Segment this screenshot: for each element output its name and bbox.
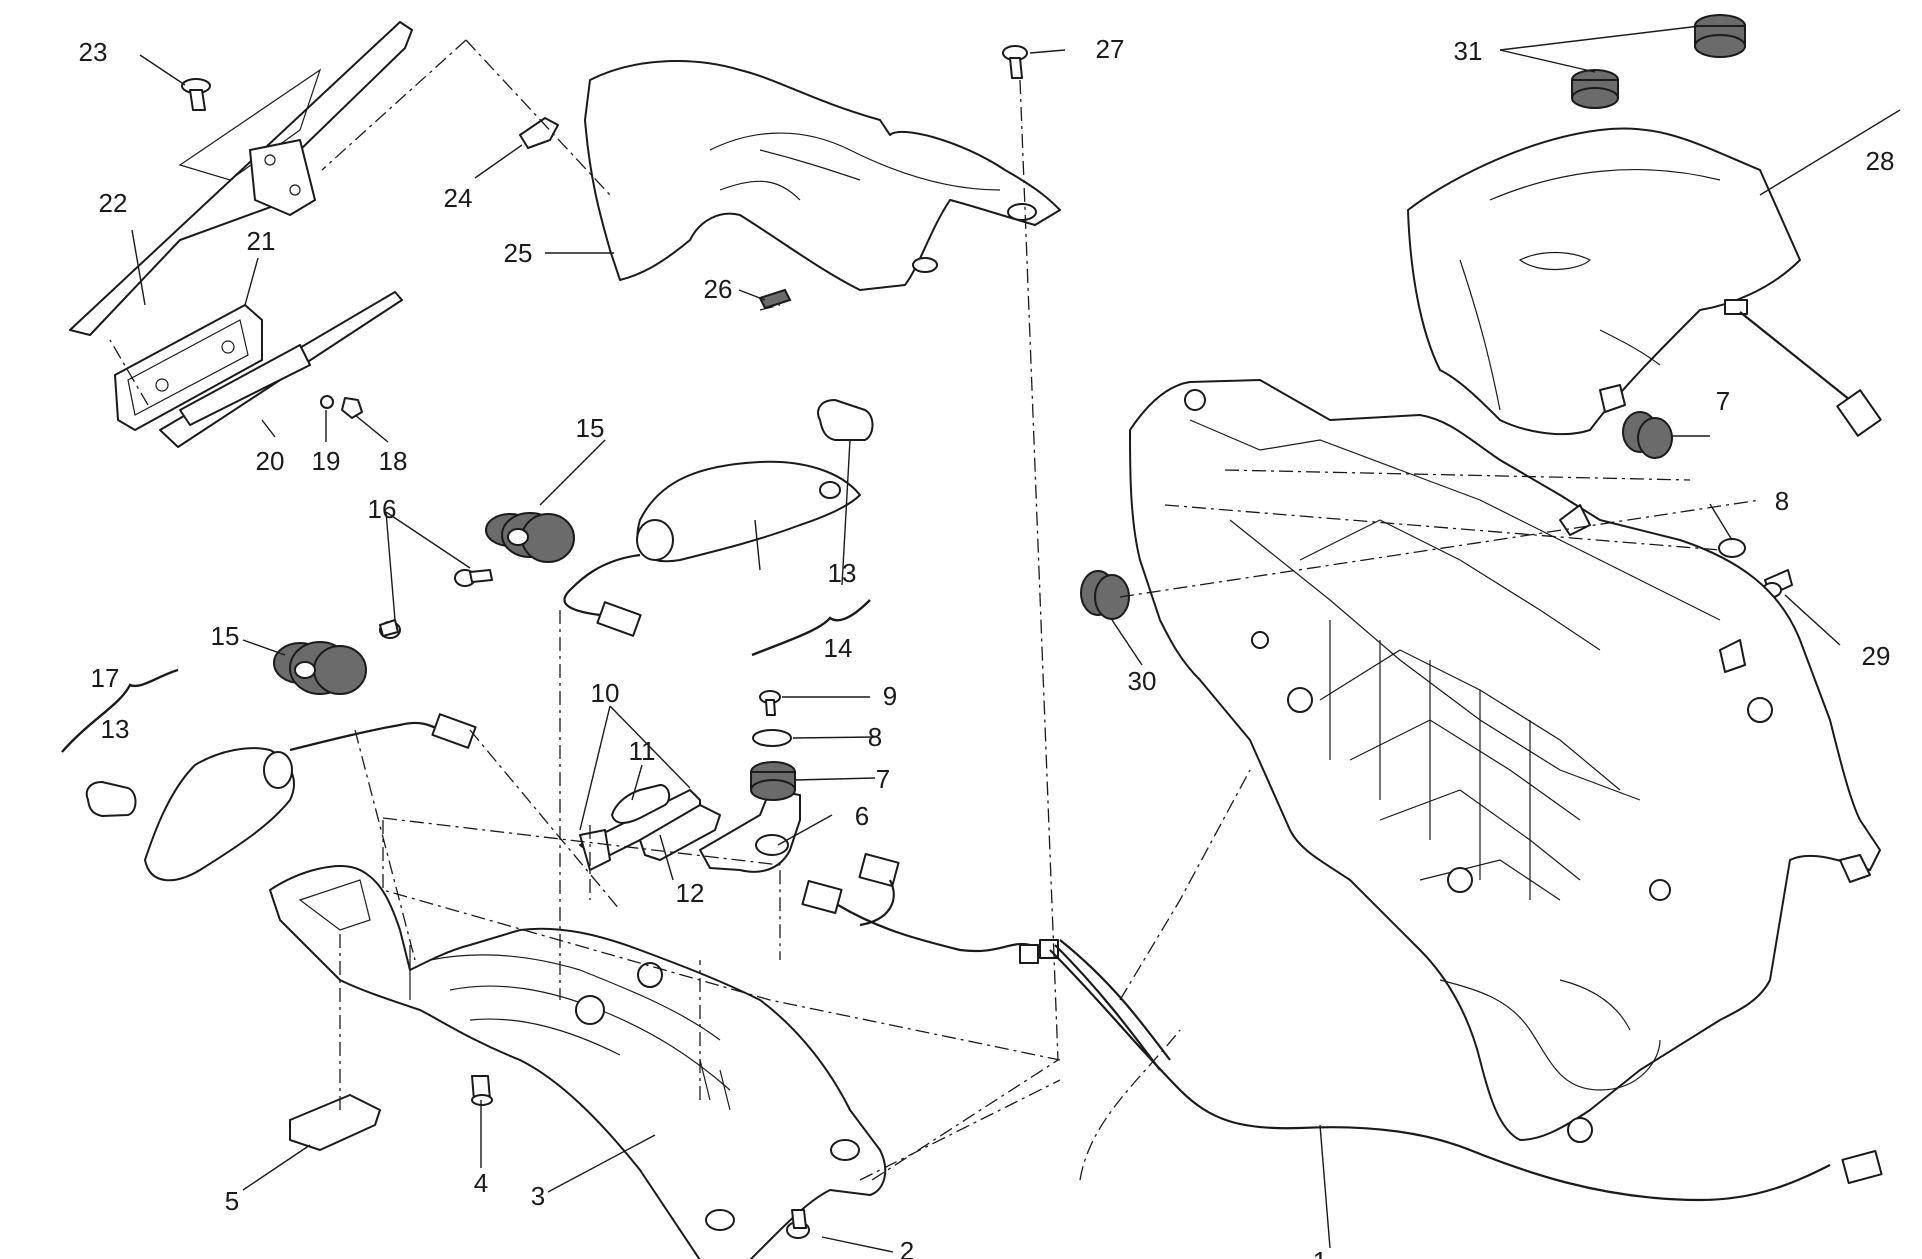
fender-connector [1836, 389, 1882, 437]
label-19: 19 [312, 446, 341, 476]
connector-14 [596, 601, 642, 637]
label-14: 14 [824, 633, 853, 663]
label-3: 3 [531, 1181, 545, 1211]
label-13-upper: 13 [828, 558, 857, 588]
label-25: 25 [504, 238, 533, 268]
screw-4 [471, 1075, 493, 1106]
label-24: 24 [444, 183, 473, 213]
screw-9 [759, 690, 781, 716]
label-23: 23 [79, 37, 108, 67]
bulb-11 [611, 784, 671, 824]
screw-27 [1002, 45, 1028, 79]
label-5: 5 [225, 1186, 239, 1216]
label-12: 12 [676, 878, 705, 908]
rear-fender [1407, 127, 1801, 436]
label-8-mid: 8 [868, 722, 882, 752]
grommet-31b [1694, 14, 1746, 58]
plate-light-bar [159, 291, 403, 448]
mount-6 [699, 789, 801, 873]
subframe-tray [1129, 379, 1881, 1143]
label-26: 26 [704, 274, 733, 304]
label-8-right: 8 [1775, 486, 1789, 516]
bulb-13-upper [817, 399, 874, 441]
bulb-13-lower [85, 781, 137, 817]
label-29: 29 [1862, 641, 1891, 671]
grommet-30 [1080, 570, 1130, 620]
label-21: 21 [247, 226, 276, 256]
plate-holder-bracket [69, 21, 413, 336]
washer-8-mid [752, 729, 792, 747]
brace-17 [61, 668, 179, 753]
rubber-boot-15-lower [273, 641, 367, 695]
label-18: 18 [379, 446, 408, 476]
rubber-boot-15-upper [485, 512, 575, 563]
leader-lines [131, 25, 1901, 1253]
label-16: 16 [368, 494, 397, 524]
harness-connector-end [1841, 1150, 1883, 1184]
label-9: 9 [883, 681, 897, 711]
clip-24 [519, 117, 559, 149]
label-7-upper: 7 [1716, 386, 1730, 416]
clip-26 [758, 288, 792, 310]
connector-17 [431, 713, 477, 749]
fender-stud [1599, 384, 1626, 413]
label-6: 6 [855, 801, 869, 831]
grommet-31a [1571, 69, 1619, 109]
label-30: 30 [1128, 666, 1157, 696]
label-20: 20 [256, 446, 285, 476]
assembly-lines [109, 39, 1761, 1181]
label-31: 31 [1454, 36, 1483, 66]
bracket-12 [639, 804, 721, 861]
brace-14 [751, 599, 871, 657]
label-7-mid: 7 [876, 764, 890, 794]
label-15-upper: 15 [576, 413, 605, 443]
screw-2 [786, 1209, 810, 1239]
reflector-5 [289, 1094, 381, 1151]
label-22: 22 [99, 188, 128, 218]
label-28: 28 [1866, 146, 1895, 176]
label-4: 4 [474, 1168, 488, 1198]
wiring-harness [801, 853, 1831, 1202]
screw-16-upper [454, 569, 493, 587]
label-17: 17 [91, 663, 120, 693]
label-1: 1 [1313, 1246, 1327, 1259]
lower-plate-bracket [269, 865, 887, 1259]
label-27: 27 [1096, 34, 1125, 64]
washer-19 [320, 395, 334, 409]
screw-23 [181, 78, 211, 111]
nut-18 [341, 397, 363, 419]
label-15-lower: 15 [211, 621, 240, 651]
label-11: 11 [629, 736, 656, 766]
turn-signal-left [144, 747, 295, 882]
washer-8-right [1718, 538, 1746, 558]
tail-cover [584, 60, 1061, 291]
part-labels: 1 2 3 4 5 6 7 7 8 8 9 10 11 12 13 13 14 … [79, 34, 1895, 1259]
label-2: 2 [900, 1236, 914, 1259]
turn-signal-right [636, 460, 861, 563]
grommet-7-upper [1622, 411, 1673, 459]
label-13-lower: 13 [101, 714, 130, 744]
grommet-7-mid [750, 761, 796, 801]
screw-16-lower [379, 619, 401, 639]
label-10: 10 [591, 678, 620, 708]
